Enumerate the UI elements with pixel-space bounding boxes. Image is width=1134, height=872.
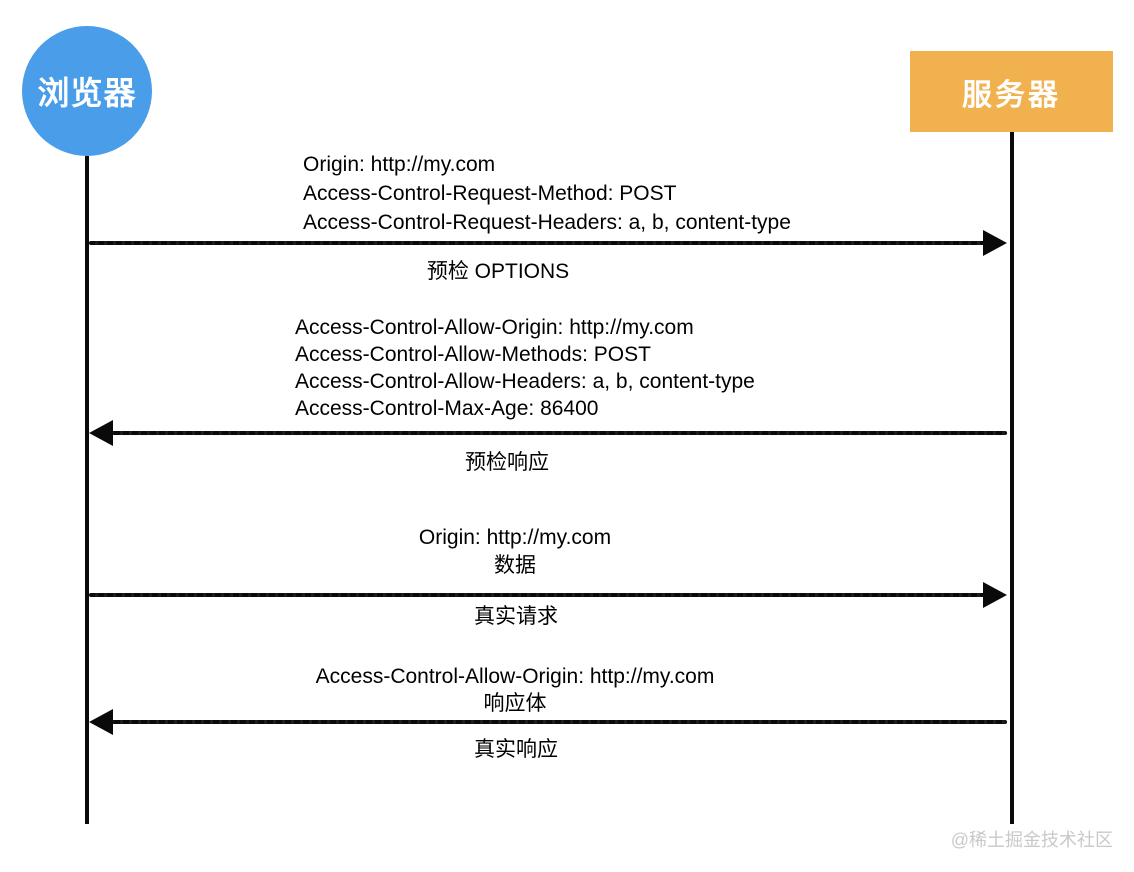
- header-line: Access-Control-Allow-Origin: http://my.c…: [315, 665, 715, 688]
- preflight-request-headers: Origin: http://my.com Access-Control-Req…: [303, 150, 791, 237]
- arrow-shaft: [89, 593, 991, 597]
- actual-request-label: 真实请求: [474, 605, 558, 628]
- arrowhead-right-icon: [983, 230, 1007, 256]
- arrow-shaft: [105, 431, 1007, 435]
- actual-request-headers: Origin: http://my.com 数据: [419, 524, 611, 580]
- arrowhead-left-icon: [89, 709, 113, 735]
- server-lifeline: [1010, 132, 1014, 824]
- arrow-shaft: [105, 720, 1007, 724]
- actual-response-arrow: [89, 709, 1007, 735]
- header-line: Access-Control-Allow-Headers: a, b, cont…: [295, 370, 755, 393]
- preflight-response-headers: Access-Control-Allow-Origin: http://my.c…: [295, 314, 755, 422]
- browser-actor-label: 浏览器: [37, 75, 137, 111]
- arrow-shaft: [89, 241, 991, 245]
- preflight-response-arrow: [89, 420, 1007, 446]
- server-actor-label: 服务器: [962, 78, 1061, 112]
- browser-lifeline: [85, 156, 89, 824]
- header-line: Access-Control-Request-Method: POST: [303, 182, 677, 205]
- actual-response-label: 真实响应: [474, 738, 558, 761]
- header-line: Access-Control-Allow-Origin: http://my.c…: [295, 316, 694, 339]
- arrowhead-right-icon: [983, 582, 1007, 608]
- actual-request-arrow: [89, 582, 1007, 608]
- arrowhead-left-icon: [89, 420, 113, 446]
- header-line: Access-Control-Max-Age: 86400: [295, 397, 599, 420]
- watermark: @稀土掘金技术社区: [950, 830, 1113, 850]
- preflight-response-label: 预检响应: [465, 451, 549, 474]
- header-line: Origin: http://my.com: [418, 526, 612, 549]
- header-line: Access-Control-Allow-Methods: POST: [295, 343, 651, 366]
- preflight-request-arrow: [89, 230, 1007, 256]
- header-line: 响应体: [483, 692, 547, 715]
- server-actor: 服务器: [910, 51, 1113, 132]
- preflight-request-label: 预检 OPTIONS: [426, 260, 570, 283]
- header-line: Access-Control-Request-Headers: a, b, co…: [303, 211, 791, 234]
- header-line: Origin: http://my.com: [303, 153, 496, 176]
- header-line: 数据: [493, 554, 536, 577]
- actual-response-headers: Access-Control-Allow-Origin: http://my.c…: [316, 663, 715, 717]
- browser-actor: 浏览器: [22, 26, 152, 156]
